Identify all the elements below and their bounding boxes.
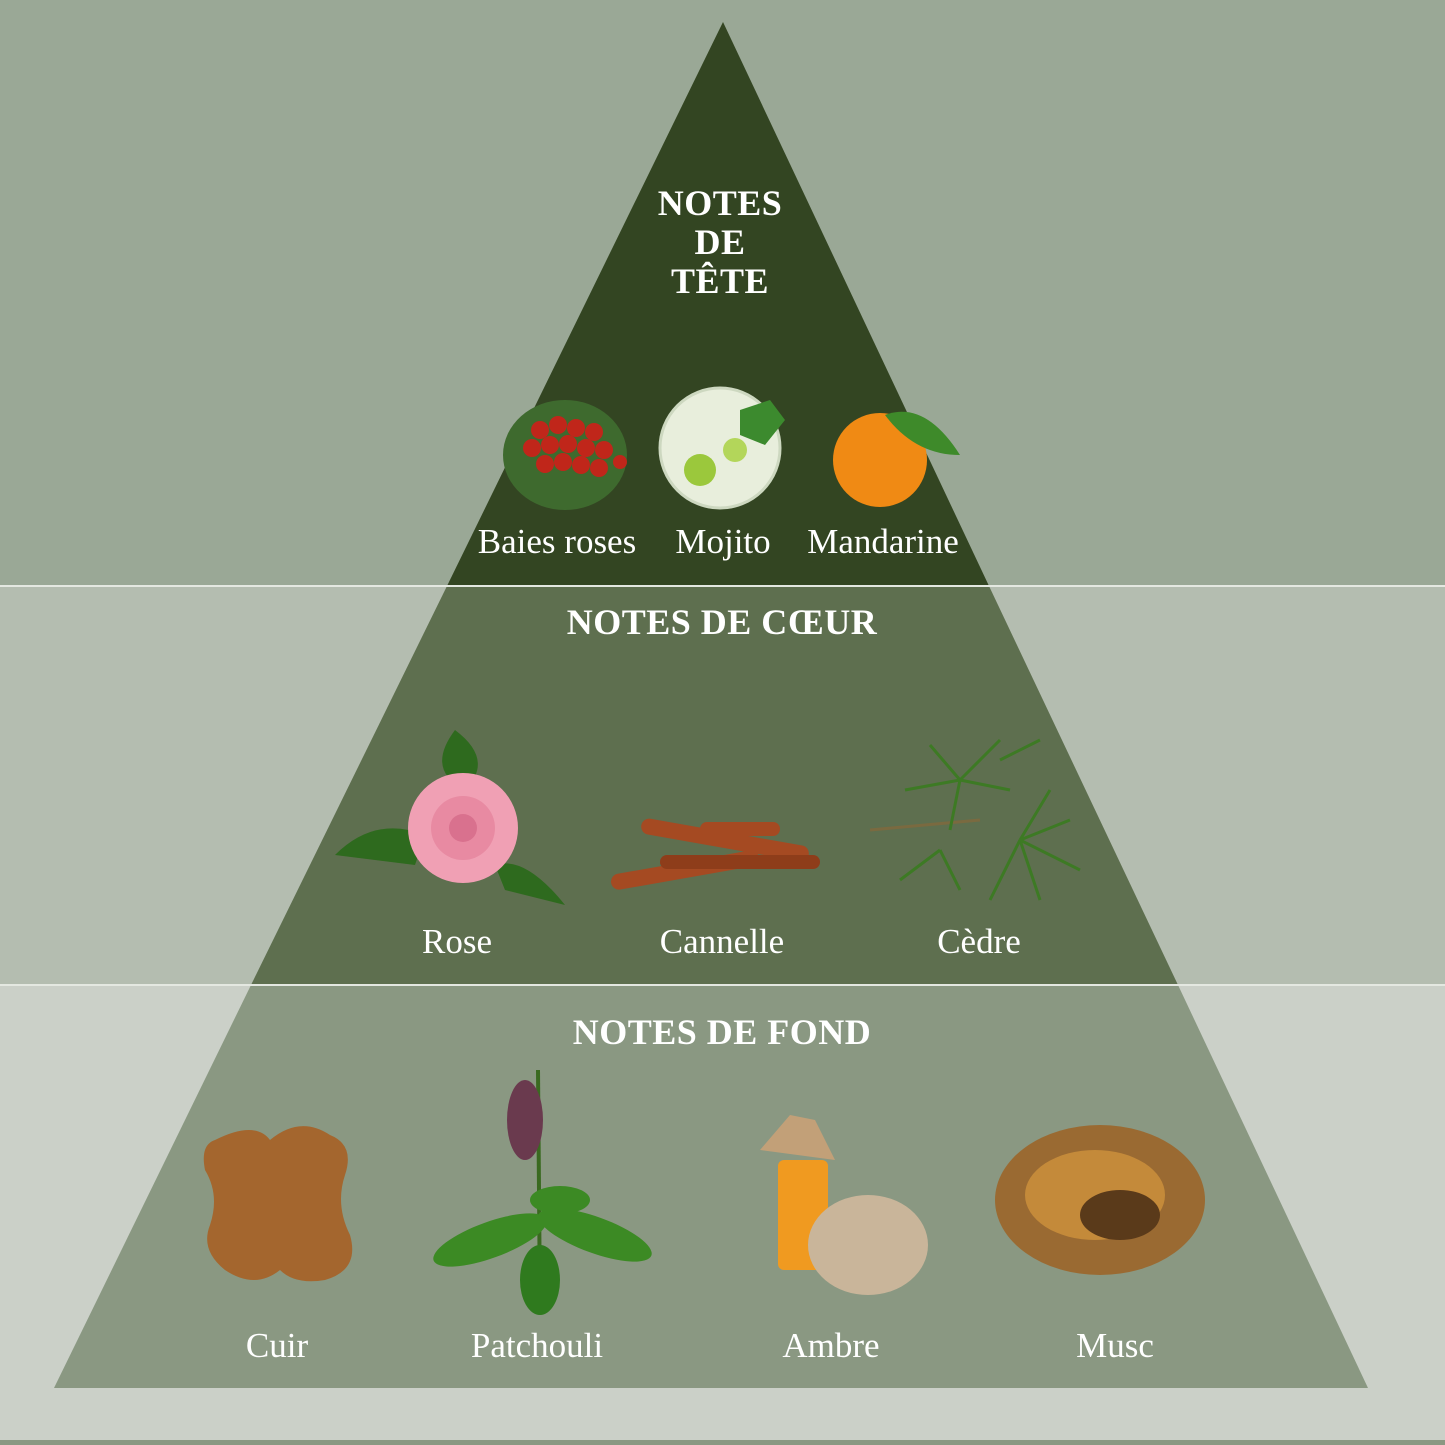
cinnamon-icon	[611, 818, 820, 890]
rose-icon	[335, 730, 565, 905]
tier-title-top: NOTES DE TÊTE	[658, 184, 783, 301]
bottom-edge	[0, 1440, 1445, 1445]
patchouli-icon	[433, 1069, 652, 1315]
note-label: Cèdre	[937, 922, 1021, 961]
amber-icon	[760, 1115, 928, 1295]
tier-title-middle: NOTES DE CŒUR	[566, 602, 878, 642]
middle-tier-trapezoid	[251, 586, 1178, 985]
note-label: Mandarine	[807, 522, 959, 561]
cedar-icon	[869, 738, 1081, 901]
pink-berries-icon	[503, 400, 627, 510]
mojito-icon	[658, 386, 785, 510]
mandarin-icon	[833, 411, 960, 507]
tier-title-bottom: NOTES DE FOND	[572, 1012, 872, 1052]
title-line: DE	[694, 222, 746, 262]
bottom-tier-trapezoid	[54, 985, 1368, 1388]
musk-icon	[995, 1125, 1205, 1275]
note-label: Rose	[422, 922, 492, 961]
note-label: Musc	[1076, 1326, 1154, 1365]
note-label: Cuir	[245, 1326, 309, 1365]
title-line: NOTES	[657, 183, 783, 223]
note-label: Baies roses	[477, 522, 637, 561]
title-line: TÊTE	[670, 261, 770, 301]
note-label: Mojito	[675, 522, 771, 561]
note-label: Patchouli	[470, 1326, 604, 1365]
note-label: Ambre	[782, 1326, 880, 1365]
leather-icon	[203, 1126, 353, 1282]
note-label: Cannelle	[659, 922, 785, 961]
